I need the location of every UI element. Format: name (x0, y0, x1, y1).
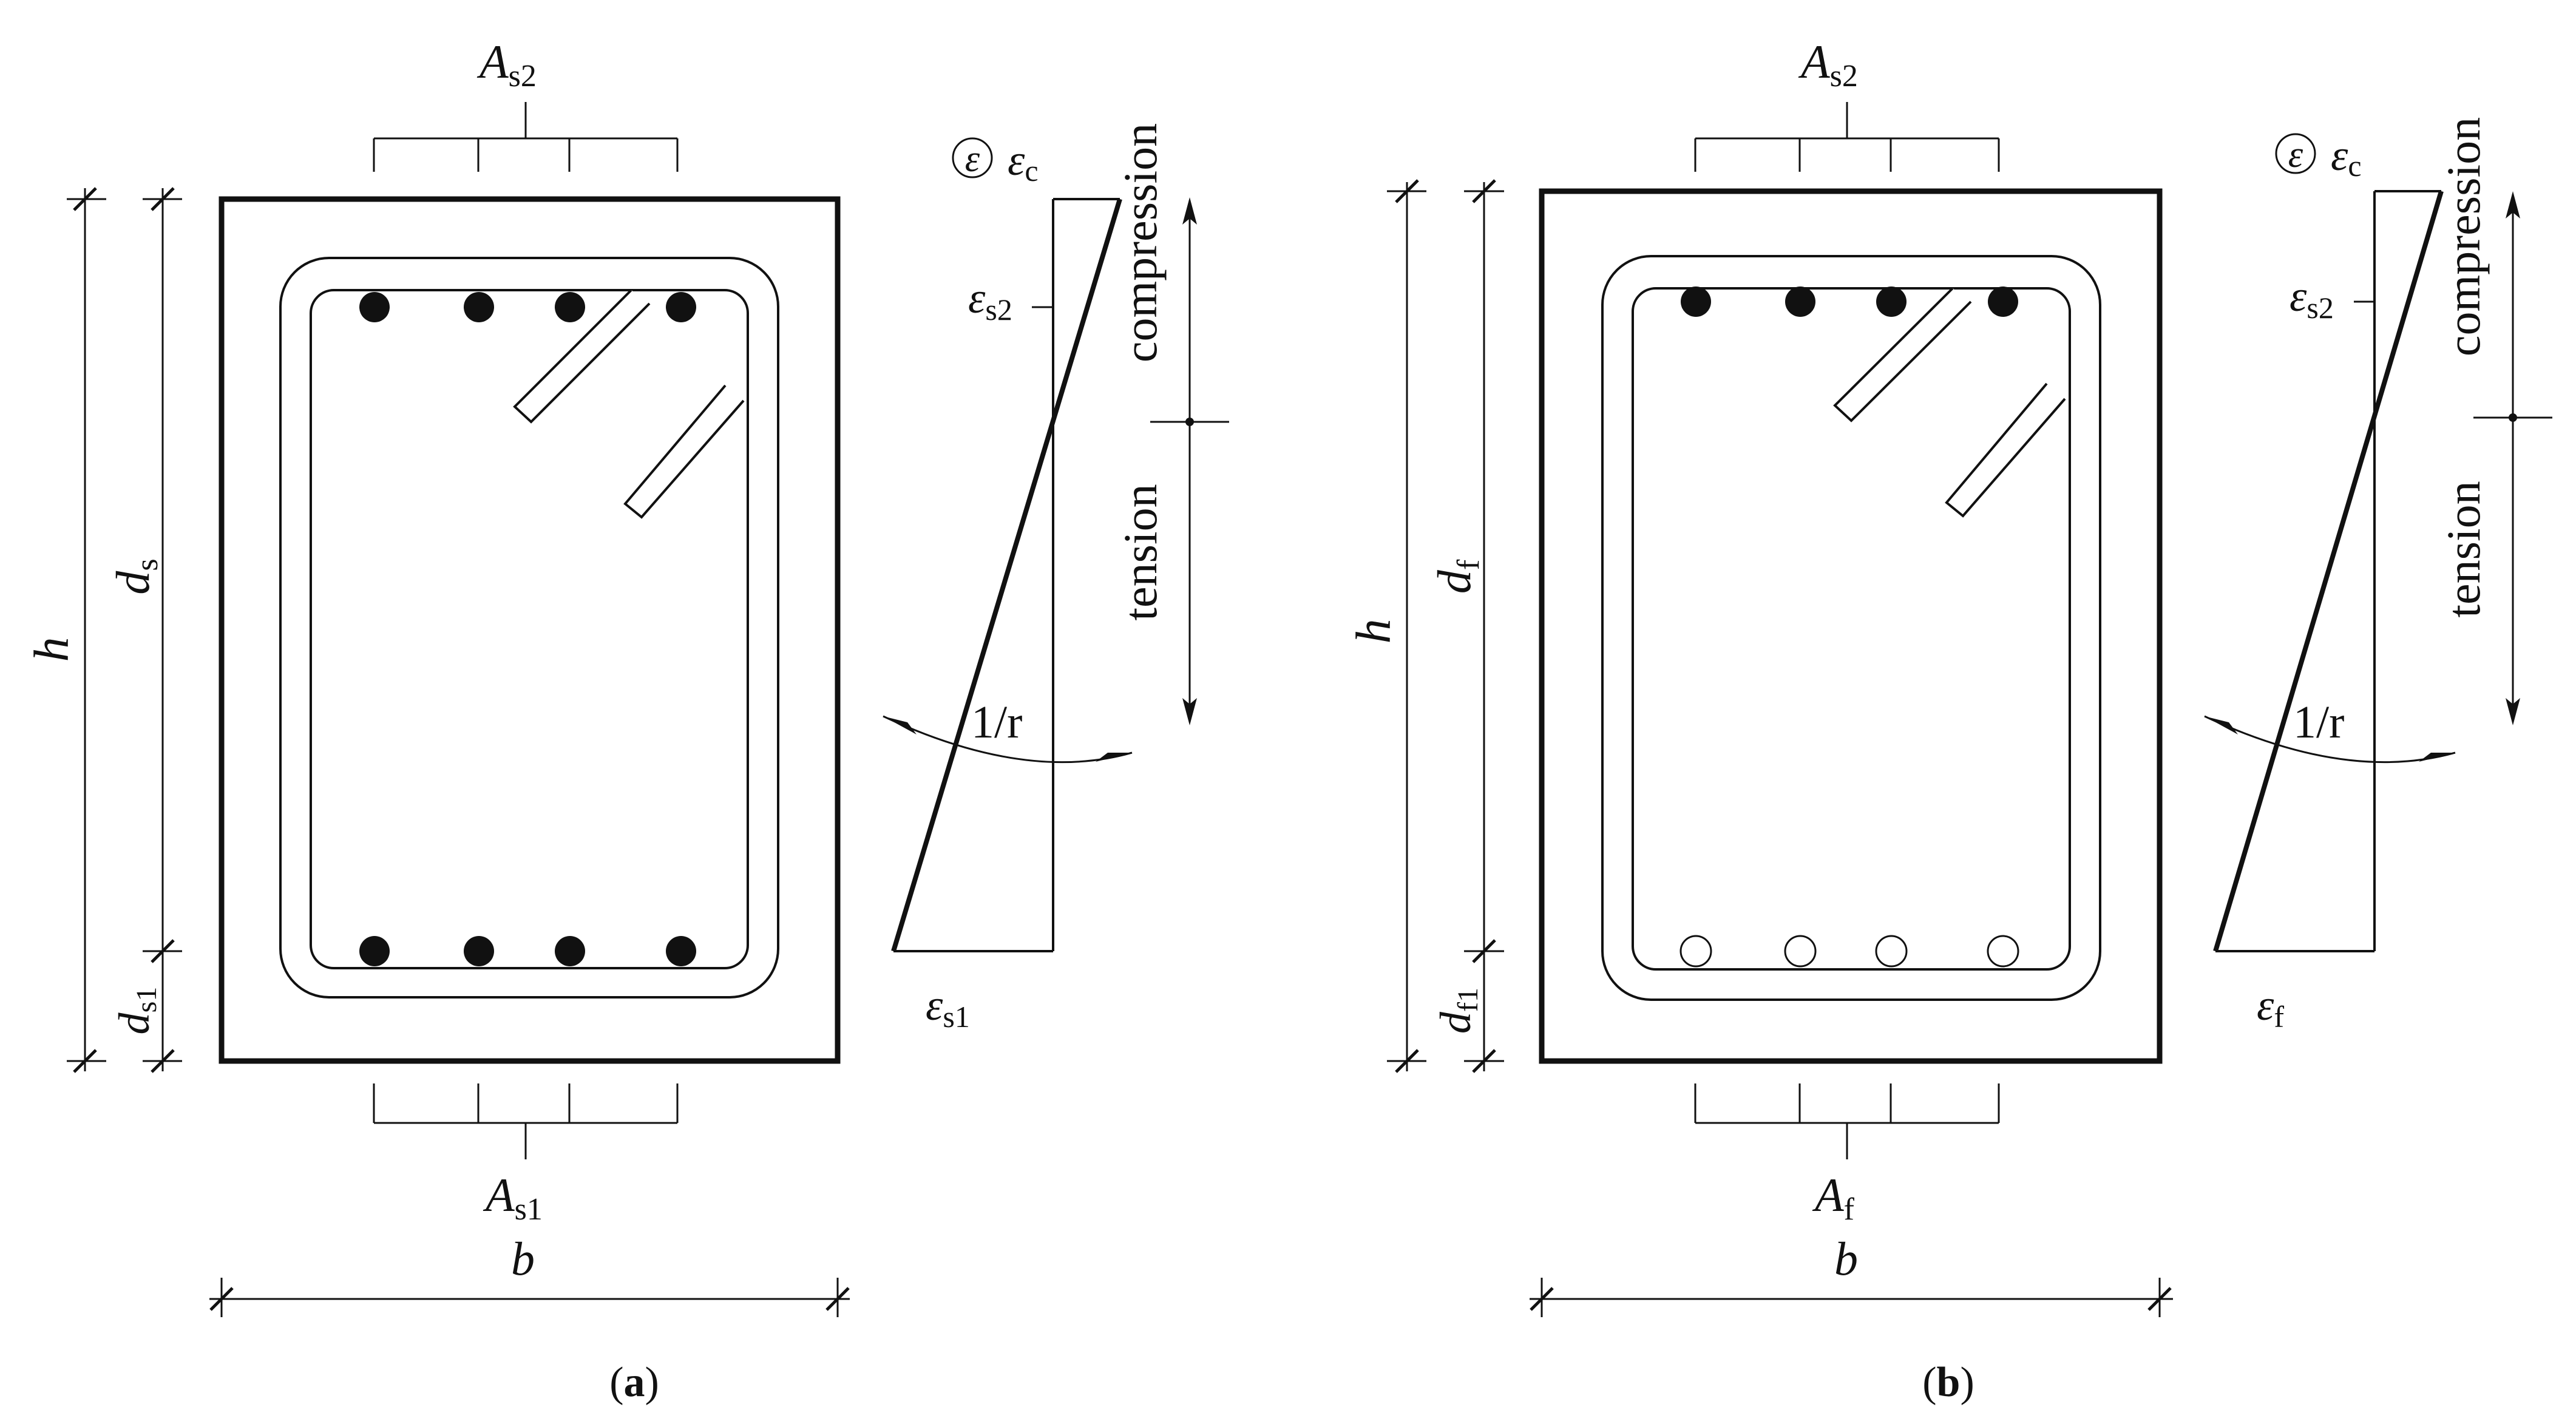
bottom-bar (555, 936, 585, 966)
svg-text:Af: Af (1812, 1168, 1855, 1227)
cover-label-main: d (1431, 1011, 1480, 1034)
depth-dimension: df df1 (1428, 180, 1504, 1072)
bottom-bar (359, 936, 390, 966)
concrete-section (1539, 188, 2163, 1064)
cover-label-sub: s1 (130, 987, 163, 1013)
strain-top-main: ε (1008, 136, 1025, 185)
tension-label: tension (1114, 484, 1167, 620)
svg-text:ds: ds (106, 558, 164, 594)
bottom-rebar-label-sub: f (1844, 1192, 1855, 1227)
strain-top-sub: c (1025, 154, 1038, 188)
strain-symbol: ε (965, 138, 980, 180)
depth-label-main: d (106, 571, 159, 595)
svg-text:df1: df1 (1431, 988, 1484, 1034)
strain-mid-sub: s2 (985, 293, 1012, 327)
bottom-bars (1679, 935, 2019, 968)
strain-line (891, 198, 1122, 952)
top-bars (1681, 286, 2018, 317)
strain-top-main: ε (2331, 131, 2348, 180)
strain-diagram: ε εc εs2 εf 1/r compression tension (2204, 117, 2552, 1034)
strain-mid-sub: s2 (2307, 291, 2333, 325)
bottom-bar-hollow (1875, 935, 1908, 968)
curvature-label: 1/r (2293, 697, 2344, 748)
concrete-section (219, 196, 841, 1064)
top-rebar-label-sub: s2 (1830, 59, 1858, 93)
panel-b: As2 Af (1346, 35, 2552, 1406)
top-rebar-label-main: A (1798, 35, 1830, 88)
bottom-rebar-label-main: A (483, 1168, 515, 1221)
height-dimension: h (1346, 180, 1426, 1072)
top-bars (359, 292, 696, 322)
svg-text:εc: εc (1008, 136, 1039, 188)
strain-top-sub: c (2348, 149, 2361, 183)
width-label: b (1834, 1232, 1858, 1285)
tension-label: tension (2437, 481, 2490, 617)
cover-label-sub: f1 (1452, 988, 1484, 1012)
width-dimension: b (1530, 1232, 2173, 1317)
strain-symbol: ε (2288, 134, 2303, 175)
top-bar (359, 292, 390, 322)
top-rebar-callout: As2 (1694, 35, 2000, 173)
strain-diagram: ε εc εs2 εs1 1/r compression tension (883, 123, 1229, 1034)
svg-text:εs1: εs1 (926, 981, 970, 1034)
bottom-bar-hollow (1679, 935, 1712, 968)
bottom-rebar-label-main: A (1812, 1168, 1844, 1221)
strain-mid-main: ε (968, 274, 986, 322)
depth-dimension: ds ds1 (106, 188, 182, 1072)
bottom-bar-hollow (1987, 935, 2019, 968)
panel-a-caption: (a) (609, 1359, 659, 1406)
compression-label: compression (1114, 123, 1167, 362)
top-bar (1988, 286, 2018, 317)
width-label: b (511, 1232, 535, 1285)
top-rebar-callout: As2 (373, 35, 679, 173)
top-bar (555, 292, 585, 322)
curvature-label: 1/r (971, 697, 1022, 748)
depth-label-main: d (1428, 569, 1480, 594)
strain-bottom-main: ε (2257, 981, 2274, 1029)
bottom-bar (464, 936, 494, 966)
bottom-bar (666, 936, 696, 966)
top-rebar-label-main: A (476, 35, 509, 88)
bottom-rebar-callout: As1 (373, 1082, 679, 1227)
svg-text:εc: εc (2331, 131, 2362, 183)
svg-text:As2: As2 (476, 35, 537, 93)
bottom-bars (359, 936, 696, 966)
panel-a: As2 As (24, 35, 1229, 1406)
stirrup (279, 257, 779, 998)
height-label: h (24, 637, 79, 662)
strain-symbol-circle (2275, 133, 2316, 174)
height-label: h (1346, 619, 1401, 644)
top-bar (666, 292, 696, 322)
depth-label-sub: f (1451, 559, 1486, 570)
cover-label-main: d (110, 1012, 158, 1034)
bottom-rebar-callout: Af (1694, 1082, 2000, 1227)
svg-text:As2: As2 (1798, 35, 1858, 93)
strain-bottom-sub: f (2274, 1000, 2284, 1034)
svg-text:εs2: εs2 (2290, 272, 2334, 325)
bottom-rebar-label-sub: s1 (515, 1192, 543, 1227)
top-bar (1876, 286, 1907, 317)
bottom-bar-hollow (1784, 935, 1817, 968)
svg-text:εs2: εs2 (968, 274, 1012, 327)
compression-label: compression (2437, 117, 2490, 356)
panel-b-caption: (b) (1922, 1359, 1974, 1406)
width-dimension: b (209, 1232, 850, 1317)
strain-bottom-main: ε (926, 981, 943, 1029)
strain-bottom-sub: s1 (943, 1000, 969, 1034)
top-bar (1681, 286, 1711, 317)
svg-text:ds1: ds1 (110, 987, 163, 1035)
svg-text:εf: εf (2257, 981, 2284, 1034)
depth-label-sub: s (130, 558, 164, 571)
svg-text:As1: As1 (483, 1168, 543, 1227)
strain-mid-main: ε (2290, 272, 2307, 320)
stirrup (1601, 255, 2101, 1001)
height-dimension: h (24, 188, 106, 1072)
top-bar (1785, 286, 1815, 317)
top-bar (464, 292, 494, 322)
svg-text:df: df (1428, 559, 1486, 594)
top-rebar-label-sub: s2 (509, 59, 537, 93)
strain-line (2213, 190, 2444, 952)
strain-symbol-circle (952, 137, 993, 178)
